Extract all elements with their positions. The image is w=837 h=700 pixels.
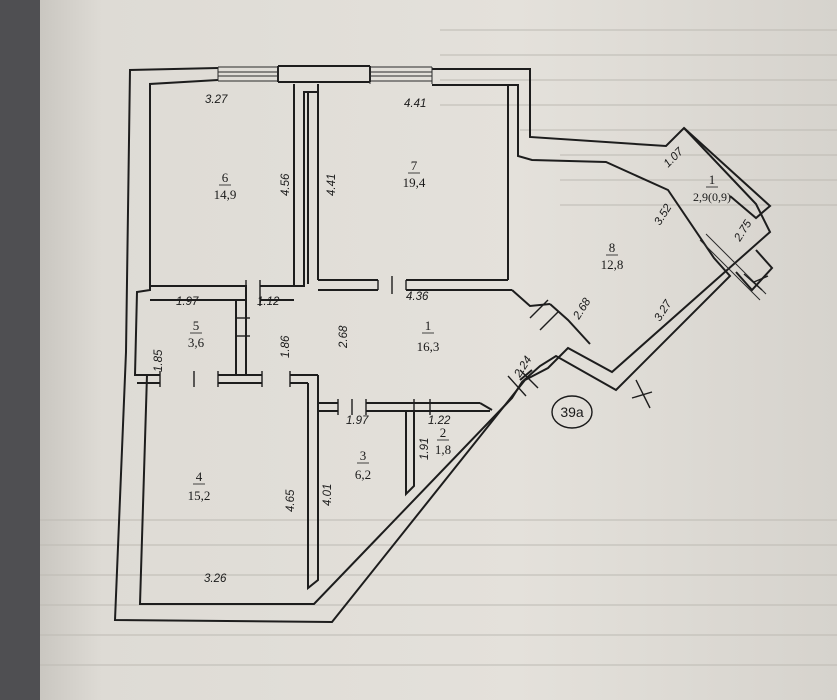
room-4-number: 4 [196,469,203,484]
room-3-number: 3 [360,448,367,463]
dim-room7-top: 4.41 [404,98,426,110]
room-2-number: 2 [440,425,447,440]
door-ticks [159,273,769,415]
inner-wall-outline [133,79,732,605]
room-5-label: 5 3,6 [188,318,205,350]
background-table-lines [40,29,837,666]
room-8-number: 8 [609,240,616,255]
room-1-number: 1 [425,318,432,333]
window-room7 [369,66,433,84]
room-5-area: 3,6 [188,335,205,350]
balcony-number: 1 [709,172,716,187]
window-room6 [217,66,279,82]
dim-room6-top: 3.27 [205,94,228,106]
room-8-label: 8 12,8 [601,240,624,272]
room-3-area: 6,2 [355,467,371,482]
room-7-label: 7 19,4 [403,158,426,190]
room-5-number: 5 [193,318,200,333]
dim-room4-right: 4.65 [285,489,297,512]
room-2-label: 2 1,8 [435,425,451,457]
balcony-area: 2,9(0,9) [693,190,731,204]
dark-margin [0,0,40,700]
dim-room7-left: 4.41 [326,174,338,196]
dim-room5-top: 1.97 [176,296,199,308]
outer-wall-outline [113,67,772,624]
room-1-area: 16,3 [417,339,440,354]
dim-passage-width: 1.12 [257,296,280,308]
room-6-area: 14,9 [214,187,237,202]
apartment-number-badge: 39a [551,395,593,429]
room-labels: 6 14,9 7 19,4 8 12,8 1 2,9(0,9) 5 3,6 1 … [188,158,731,503]
room-6-label: 6 14,9 [214,170,237,202]
paper-sheet [38,0,837,700]
room-4-label: 4 15,2 [188,469,211,503]
dim-room4-bottom: 3.26 [204,573,227,585]
dim-room2-left: 1.91 [419,438,431,460]
room-4-area: 15,2 [188,488,211,503]
room-7-number: 7 [411,158,418,173]
dim-room2-top: 1.22 [428,415,451,427]
dim-room3-left: 4.01 [322,484,334,506]
room-6-number: 6 [222,170,229,185]
dim-room3-top: 1.97 [346,415,369,427]
balcony-outline [683,127,772,220]
balcony-label: 1 2,9(0,9) [693,172,731,204]
room-7-area: 19,4 [403,175,426,190]
room-3-label: 3 6,2 [355,448,371,482]
windows [217,66,767,301]
dim-room6-right: 4.56 [280,173,292,196]
apartment-number: 39a [560,404,584,420]
room-8-area: 12,8 [601,257,624,272]
room-1-label: 1 16,3 [417,318,440,354]
room-2-area: 1,8 [435,442,451,457]
dim-hall-left: 2.68 [338,325,350,349]
dim-room5-left: 1.85 [153,349,165,372]
dim-hall-top: 4.36 [406,291,429,303]
dim-passage-left: 1.86 [280,335,292,358]
